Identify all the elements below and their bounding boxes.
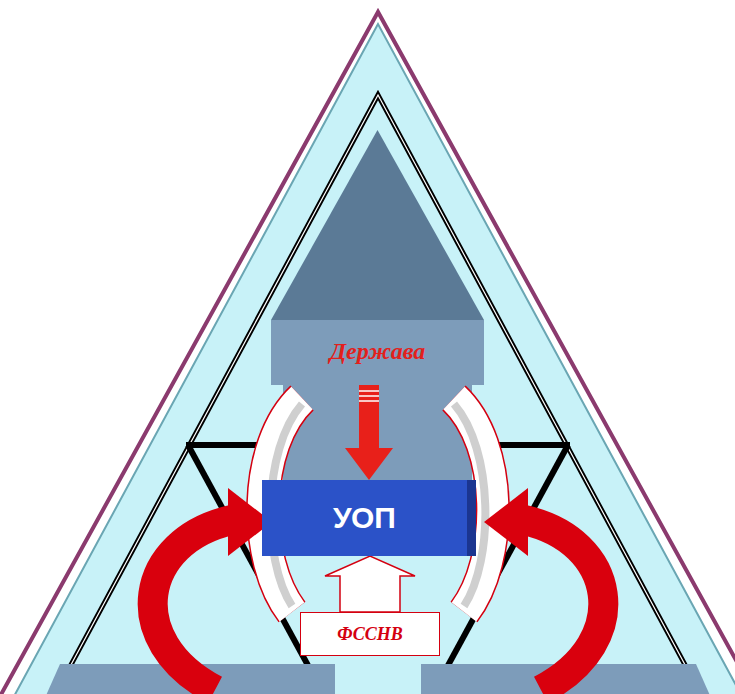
arrow-stripe (359, 390, 379, 392)
process-box: УОП (262, 480, 467, 556)
red-curve-arrow (524, 520, 603, 690)
arrow-stripe (359, 400, 379, 402)
house-shape: Держава (271, 130, 484, 385)
house-wall (283, 385, 472, 482)
arrow-stripe (359, 395, 379, 397)
house-roof (271, 130, 484, 320)
house-wall (271, 320, 484, 385)
red-curve-arrow (153, 520, 232, 690)
process-box: ФССНВ (300, 612, 440, 656)
black-triangle-inline (52, 95, 704, 694)
node-label: ФССНВ (337, 624, 402, 645)
node-label: УОП (333, 501, 396, 535)
flow-arrow (325, 556, 415, 612)
red-curve-arrow-head (484, 488, 528, 556)
flow-arrow (345, 385, 393, 480)
inner-triangle (12, 24, 735, 694)
node-label: Держава (271, 338, 484, 365)
outer-triangle (0, 12, 735, 694)
black-triangle (52, 95, 704, 694)
